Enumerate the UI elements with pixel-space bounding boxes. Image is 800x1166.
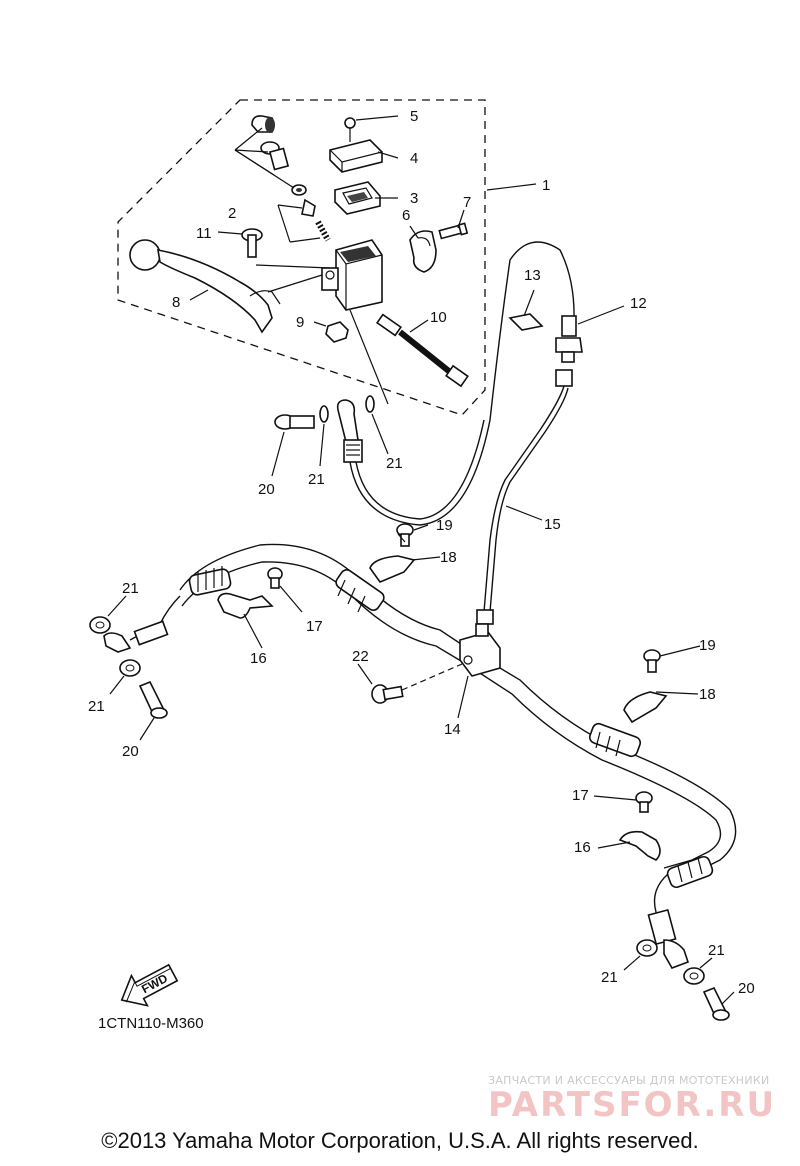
brake-switch-10 [349, 309, 469, 405]
banjo-bolt-upper [274, 414, 315, 430]
callout-18-right: 18 [699, 686, 716, 703]
callout-21-lower-a: 21 [601, 969, 618, 986]
callout-19-upper: 19 [436, 517, 453, 534]
pivot-bolt-11 [241, 228, 331, 269]
washer-upper-b [365, 395, 375, 413]
watermark-tagline: ЗАПЧАСТИ И АКСЕССУАРЫ ДЛЯ МОТОТЕХНИКИ [488, 1074, 770, 1087]
bolt-17-left [267, 567, 283, 589]
hose-end-left [89, 595, 181, 719]
holder-16-left [217, 592, 274, 619]
brake-pipe-15 [476, 369, 573, 625]
bolt-17-right [635, 791, 653, 813]
callout-21-left-b: 21 [88, 698, 105, 715]
callout-21-upper-a: 21 [308, 471, 325, 488]
leader-lines [107, 115, 735, 1005]
callout-4: 4 [410, 150, 418, 167]
bolt-19-upper [396, 523, 414, 547]
hose-end-lower [636, 873, 730, 1021]
bolt-19-right [643, 649, 661, 673]
banjo-bolt-lower [702, 986, 730, 1021]
master-cylinder-group [129, 115, 469, 405]
hose-bellows-mid [335, 569, 385, 613]
brake-joint-14 [459, 623, 501, 677]
diaphragm-3 [334, 181, 381, 215]
callout-20-lower: 20 [738, 980, 755, 997]
callout-2: 2 [228, 205, 236, 222]
hose-fitting-upper [336, 399, 363, 463]
callout-16-left: 16 [250, 650, 267, 667]
callout-1: 1 [542, 177, 550, 194]
holder-6 [409, 230, 437, 273]
guide-18-right [623, 691, 668, 724]
reservoir-cap-4 [329, 139, 383, 173]
callout-8: 8 [172, 294, 180, 311]
hose-bellows-left [188, 566, 232, 596]
hose-bellows-right [588, 722, 642, 758]
banjo-bolt-left [138, 680, 168, 719]
callout-20-left: 20 [122, 743, 139, 760]
callout-17-right: 17 [572, 787, 589, 804]
guide-18-upper [369, 555, 416, 583]
callout-13: 13 [524, 267, 541, 284]
bolt-22 [371, 663, 463, 704]
callout-3: 3 [410, 190, 418, 207]
clip-13 [508, 289, 544, 331]
callout-19-right: 19 [699, 637, 716, 654]
callout-22: 22 [352, 648, 369, 665]
watermark-logo: PARTSFOR.RU [488, 1085, 776, 1125]
hose-bellows-low [666, 855, 714, 889]
upper-brake-hose [349, 241, 575, 526]
callout-17-left: 17 [306, 618, 323, 635]
callout-11: 11 [196, 225, 212, 242]
callout-10: 10 [430, 309, 447, 326]
callout-20-upper: 20 [258, 481, 275, 498]
banjo-upper-group [274, 241, 575, 526]
piston-kit-2 [234, 115, 331, 243]
main-brake-hose [179, 543, 737, 889]
joint-fitting-12 [555, 315, 583, 363]
callout-21-upper-b: 21 [386, 455, 403, 472]
callout-7: 7 [463, 194, 471, 211]
brake-lever-8 [129, 239, 323, 334]
nut-9 [325, 321, 349, 343]
callout-15: 15 [544, 516, 561, 533]
holder-16-right [618, 830, 661, 861]
callout-9: 9 [296, 314, 304, 331]
assembly-boundary [117, 99, 486, 416]
washer-upper-a [319, 405, 329, 423]
callout-labels: 5 4 3 1 6 7 2 11 8 9 10 13 12 20 21 21 1… [88, 108, 755, 997]
callout-21-left-a: 21 [122, 580, 139, 597]
diagram-code: 1CTN110-M360 [98, 1015, 204, 1032]
callout-12: 12 [630, 295, 647, 312]
callout-14: 14 [444, 721, 461, 738]
callout-5: 5 [410, 108, 418, 125]
callout-21-lower-b: 21 [708, 942, 725, 959]
fwd-arrow-icon: FWD [120, 963, 179, 1007]
copyright-notice: ©2013 Yamaha Motor Corporation, U.S.A. A… [101, 1128, 699, 1153]
master-cylinder-body [321, 239, 383, 311]
callout-6: 6 [402, 207, 410, 224]
callout-18-upper: 18 [440, 549, 457, 566]
screw-5 [344, 117, 356, 142]
bolt-7 [438, 222, 469, 240]
callout-16-right: 16 [574, 839, 591, 856]
